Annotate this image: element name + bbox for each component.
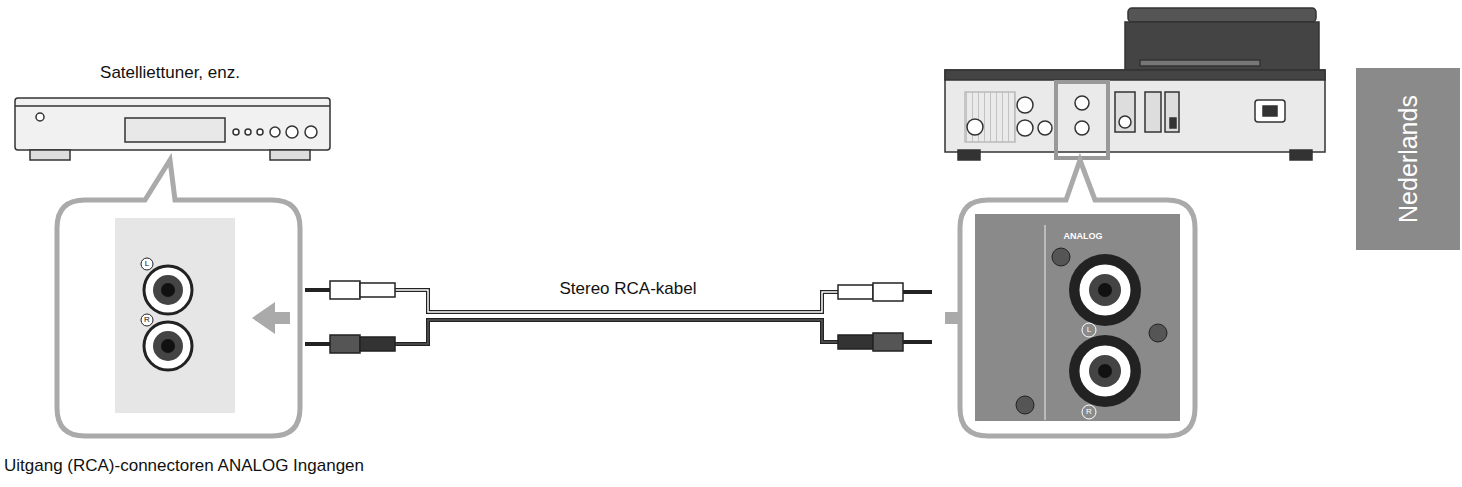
channel-label: R (144, 316, 150, 325)
channel-label: L (1087, 326, 1091, 335)
connector-label: Uitgang (RCA)-connectoren ANALOG Ingange… (4, 457, 364, 476)
language-tab: Nederlands (1356, 68, 1460, 250)
device-label: Satelliettuner, enz. (100, 64, 240, 83)
panel-label: ANALOG (1064, 232, 1103, 242)
channel-label: R (1086, 408, 1092, 417)
channel-label: L (145, 260, 149, 269)
amplifier-input-callout (960, 160, 1195, 436)
headphone-amplifier (945, 8, 1325, 160)
tab-text: Nederlands (1394, 95, 1423, 223)
tuner-output-callout (57, 160, 300, 436)
cable-label: Stereo RCA-kabel (559, 280, 696, 299)
insert-arrow (252, 302, 290, 334)
satellite-tuner (15, 98, 330, 160)
